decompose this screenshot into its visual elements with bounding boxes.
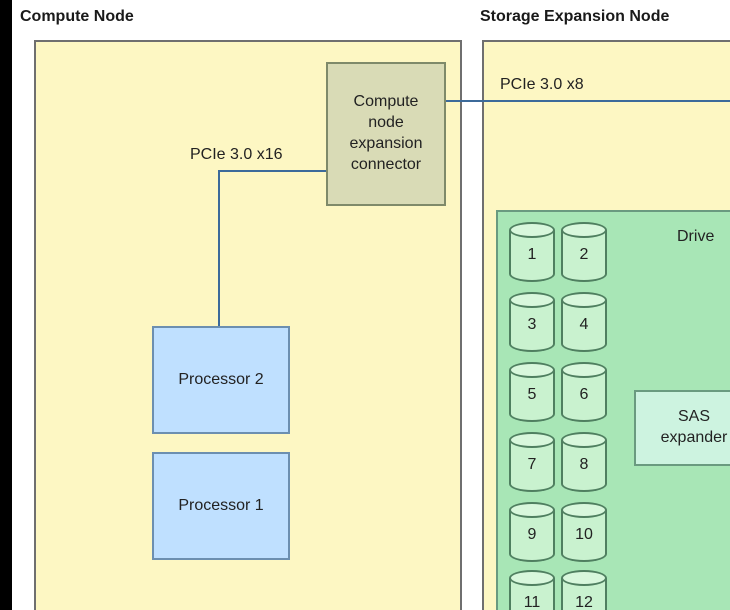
drive-number: 5 [527,386,537,403]
drive-number: 4 [579,316,589,333]
drive-1: 1 [509,222,555,284]
drive-12: 12 [561,570,607,610]
drive-3: 3 [509,292,555,354]
drive-number: 9 [527,526,537,543]
drive-11: 11 [509,570,555,610]
pcie-x16-link-v [218,170,220,326]
drive-number: 1 [527,246,537,263]
drive-area-label: Drive [677,228,715,245]
compute-node-title: Compute Node [20,8,134,25]
drive-number: 12 [575,594,593,610]
pcie-x16-label: PCIe 3.0 x16 [190,146,283,163]
drive-number: 2 [579,246,589,263]
drive-5: 5 [509,362,555,424]
drive-4: 4 [561,292,607,354]
storage-node-title: Storage Expansion Node [480,8,670,25]
sas-expander: SAS expander [634,390,730,466]
drive-number: 10 [575,526,593,543]
drive-number: 8 [579,456,589,473]
drive-7: 7 [509,432,555,494]
pcie-x16-link-h [218,170,326,172]
processor-1: Processor 1 [152,452,290,560]
diagram-canvas: Compute Node Storage Expansion Node PCIe… [12,0,730,610]
drive-number: 6 [579,386,589,403]
drive-8: 8 [561,432,607,494]
drive-number: 7 [527,456,537,473]
compute-node-expansion-connector: Compute node expansion connector [326,62,446,206]
drive-6: 6 [561,362,607,424]
processor-2: Processor 2 [152,326,290,434]
drive-number: 3 [527,316,537,333]
pcie-x8-label: PCIe 3.0 x8 [500,76,584,93]
drive-9: 9 [509,502,555,564]
pcie-x8-link [446,100,730,102]
drive-number: 11 [523,594,541,610]
drive-2: 2 [561,222,607,284]
drive-10: 10 [561,502,607,564]
